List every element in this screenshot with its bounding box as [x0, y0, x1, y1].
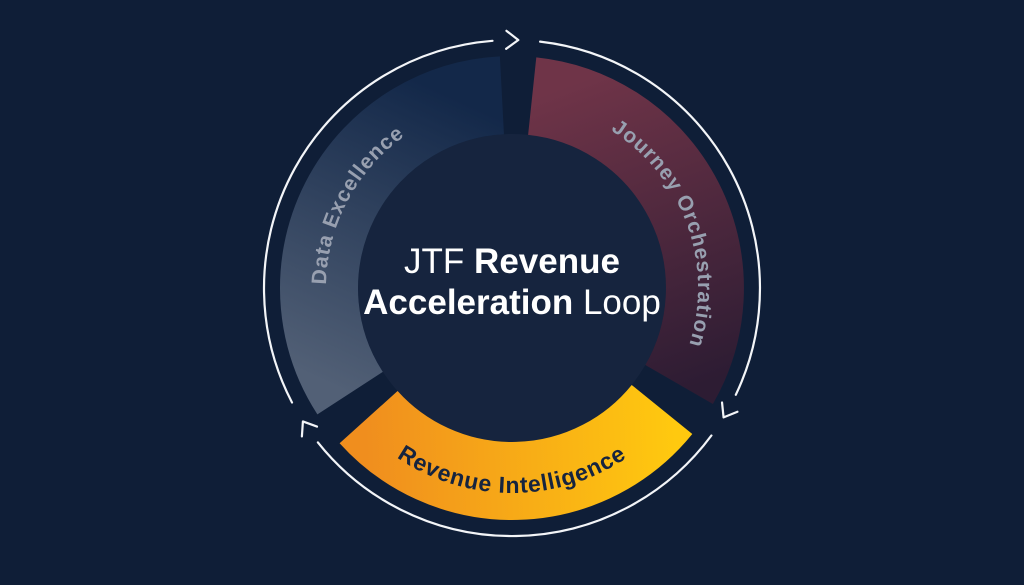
diagram-title-line2: Acceleration Loop — [302, 282, 722, 323]
title-acceleration: Acceleration — [363, 283, 574, 322]
title-revenue: Revenue — [474, 242, 620, 281]
diagram-title: JTF Revenue Acceleration Loop — [302, 241, 722, 323]
outline-arc-bottom — [316, 434, 713, 538]
clockwise-arrow-bottom-left-icon — [300, 420, 319, 438]
diagram-title-line1: JTF Revenue — [302, 241, 722, 282]
segment-revenue-intelligence — [339, 384, 693, 520]
segment-journey-orchestration — [527, 57, 744, 404]
outline-arc-left — [262, 39, 494, 404]
clockwise-arrow-top-icon — [505, 29, 520, 50]
clockwise-arrow-bottom-right-icon — [720, 401, 739, 419]
outline-arc-right — [539, 40, 762, 396]
loop-center-disc — [358, 134, 666, 442]
loop-ring-outline — [262, 29, 762, 538]
segment-data-excellence — [280, 56, 505, 415]
title-loop: Loop — [582, 283, 661, 322]
title-jtf: JTF — [404, 242, 465, 281]
